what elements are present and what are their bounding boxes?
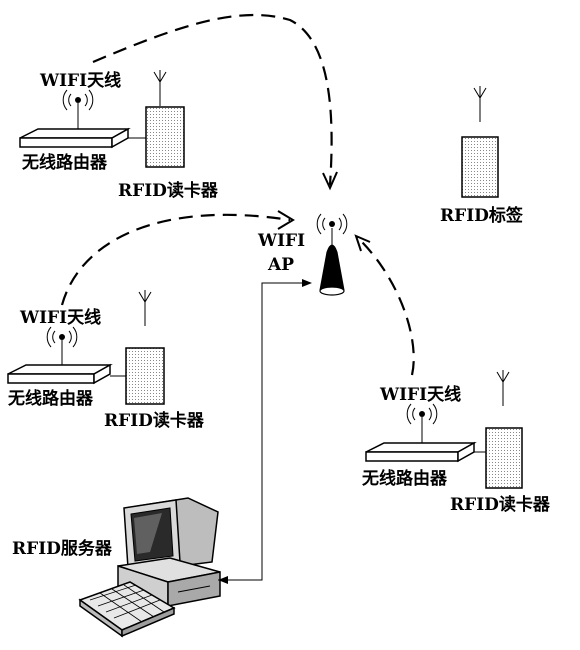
router-group-top-left: WIFI天线 无线路由器 RFID读卡器: [19, 69, 219, 201]
arrowhead-top-left: [322, 171, 338, 191]
router-label-middle-left: 无线路由器: [7, 388, 94, 409]
wifi-antenna-label-top-left: WIFI天线: [39, 70, 121, 91]
wireless-link-top-left-to-ap: [92, 13, 333, 186]
rfid-server-group: RFID服务器: [12, 497, 221, 638]
connection-lines: [60, 13, 415, 584]
rfid-tag-icon: [461, 136, 499, 198]
wifi-ap-group: WIFI AP: [257, 213, 348, 296]
computer-icon: [78, 497, 221, 638]
wifi-ap-label-line1: WIFI: [257, 231, 305, 251]
router-group-bottom-right: WIFI天线 无线路由器 RFID读卡器: [361, 369, 551, 515]
router-label-bottom-right: 无线路由器: [361, 468, 448, 489]
reader-antenna-icon-bottom-right: [496, 369, 510, 407]
rfid-server-label: RFID服务器: [12, 538, 113, 559]
rfid-reader-label-bottom-right: RFID读卡器: [450, 494, 551, 515]
tag-antenna-icon: [473, 85, 487, 123]
rfid-reader-label-top-left: RFID读卡器: [118, 180, 219, 201]
wireless-router-icon-middle-left: [7, 363, 113, 385]
wireless-link-middle-left-to-ap: [60, 213, 291, 306]
reader-antenna-icon-middle-left: [138, 289, 152, 327]
wireless-link-bottom-right-to-ap: [359, 239, 415, 376]
arrowhead-wired-ap: [302, 279, 312, 287]
wireless-router-icon-top-left: [19, 127, 131, 149]
rfid-reader-icon-bottom-right: [485, 427, 523, 489]
rfid-reader-label-middle-left: RFID读卡器: [104, 410, 205, 431]
wired-link-server-to-ap: [218, 282, 310, 581]
router-group-middle-left: WIFI天线 无线路由器 RFID读卡器: [7, 289, 205, 431]
rfid-tag-group: RFID标签: [440, 85, 524, 226]
rfid-reader-icon-middle-left: [125, 347, 165, 405]
router-label-top-left: 无线路由器: [21, 152, 108, 173]
arrowhead-bottom-right: [354, 234, 371, 252]
rfid-reader-icon-top-left: [145, 106, 185, 168]
rfid-tag-label: RFID标签: [440, 205, 524, 226]
wifi-antenna-label-middle-left: WIFI天线: [19, 307, 101, 328]
wireless-router-icon-bottom-right: [365, 441, 477, 463]
wifi-ap-icon: [319, 244, 345, 296]
wifi-ap-label-line2: AP: [267, 255, 294, 275]
reader-antenna-icon-top-left: [153, 69, 167, 107]
wifi-antenna-label-bottom-right: WIFI天线: [379, 384, 461, 405]
arrowhead-middle-left: [277, 210, 295, 230]
arrowhead-wired-server: [218, 576, 228, 584]
